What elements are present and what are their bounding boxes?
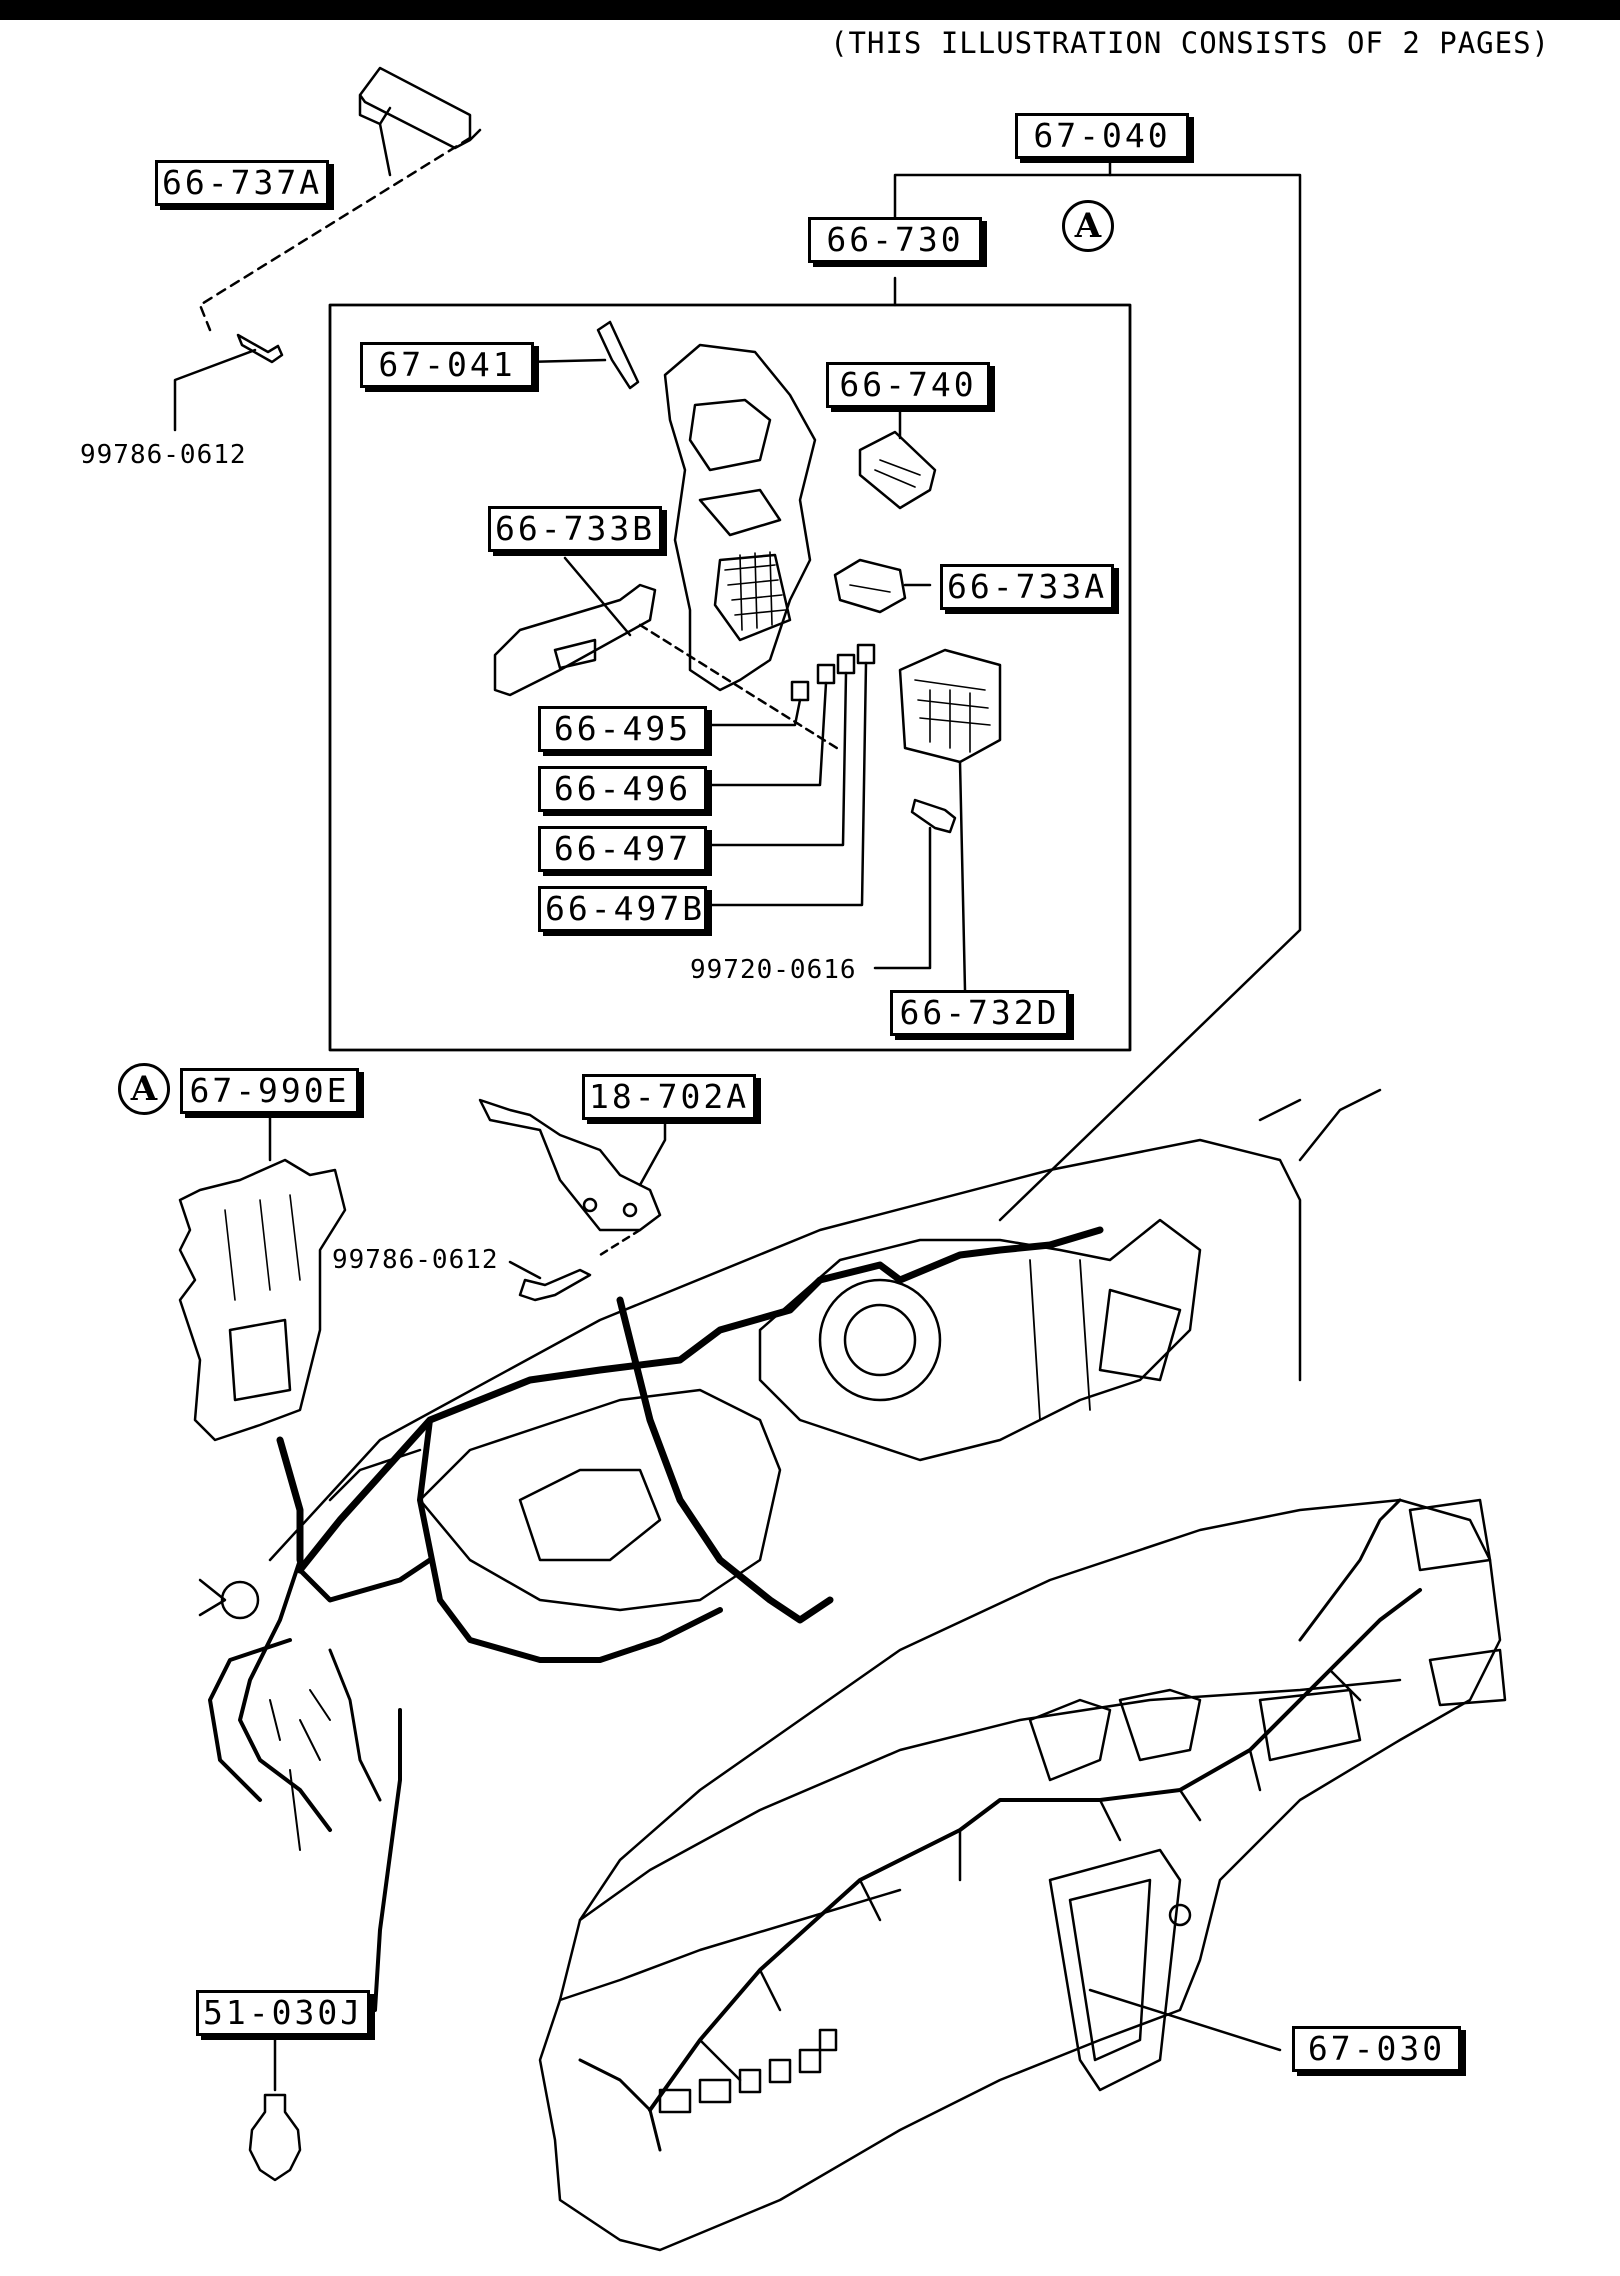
- part-label-67-030: 67-030: [1292, 2026, 1461, 2072]
- bolt-upper-shape: [236, 333, 284, 364]
- bracket-66-733b-shape: [493, 583, 657, 697]
- bolt-left-shape: [518, 1268, 592, 1302]
- bolt-label-upper: 99786-0612: [80, 440, 247, 470]
- part-label-51-030j: 51-030J: [196, 1990, 370, 2036]
- reference-a-upper: A: [1062, 200, 1114, 252]
- relay-66-495-shape: [790, 680, 810, 702]
- part-label-66-740: 66-740: [826, 362, 990, 408]
- bracket-66-737a-shape: [358, 66, 482, 150]
- subassembly-frame: [328, 303, 1132, 1052]
- relay-box-67-990e-shape: [178, 1158, 347, 1442]
- relay-66-496-shape: [816, 663, 836, 685]
- body-panel-outline: [268, 1138, 1302, 1562]
- clip-67-041-shape: [596, 320, 640, 390]
- bolt-label-mid: 99720-0616: [690, 955, 857, 985]
- part-label-66-732d: 66-732D: [890, 990, 1069, 1036]
- part-label-66-497b: 66-497B: [538, 886, 707, 932]
- module-66-732d-shape: [898, 648, 1002, 764]
- bulb-51-030j-shape: [248, 2093, 302, 2182]
- harness-upper: [296, 1226, 1104, 1574]
- bolt-mid-shape: [910, 798, 957, 834]
- part-label-66-733a: 66-733A: [940, 564, 1114, 610]
- part-label-66-737a: 66-737A: [155, 160, 329, 206]
- bolt-label-left: 99786-0612: [332, 1245, 499, 1275]
- reference-a-lower: A: [118, 1063, 170, 1115]
- part-label-18-702a: 18-702A: [582, 1074, 756, 1120]
- harness-instrument-panel: [648, 1588, 1422, 2112]
- relay-block-shape: [663, 343, 817, 692]
- instrument-panel-outline: [538, 1498, 1502, 2252]
- bracket-18-702a-shape: [478, 1098, 662, 1232]
- part-label-67-990e: 67-990E: [180, 1068, 359, 1114]
- module-66-740-shape: [858, 430, 937, 510]
- harness-left: [276, 1436, 304, 1564]
- page-count-note: (THIS ILLUSTRATION CONSISTS OF 2 PAGES): [830, 26, 1550, 60]
- relay-66-497-shape: [836, 653, 856, 675]
- part-label-67-041: 67-041: [360, 342, 534, 388]
- part-label-66-730: 66-730: [808, 217, 982, 263]
- part-label-66-495: 66-495: [538, 706, 707, 752]
- header-bar: [0, 0, 1620, 20]
- hvac-unit-shape: [758, 1218, 1202, 1462]
- part-label-66-497: 66-497: [538, 826, 707, 872]
- part-label-66-496: 66-496: [538, 766, 707, 812]
- part-label-67-040: 67-040: [1015, 113, 1189, 159]
- relay-66-733a-shape: [833, 558, 907, 614]
- relay-66-497b-shape: [856, 643, 876, 665]
- part-label-66-733b: 66-733B: [488, 506, 662, 552]
